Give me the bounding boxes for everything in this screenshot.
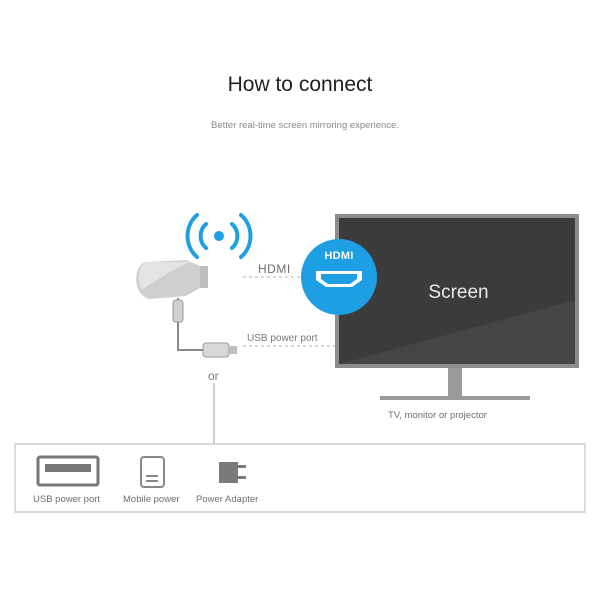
page-subtitle: Better real-time screen mirroring experi… bbox=[211, 120, 399, 131]
power-bank-icon bbox=[140, 456, 165, 488]
tv-caption: TV, monitor or projector bbox=[388, 410, 487, 421]
power-option-adapter-label: Power Adapter bbox=[196, 494, 259, 505]
power-options-box bbox=[14, 443, 586, 513]
hdmi-badge bbox=[301, 239, 377, 315]
tv-monitor bbox=[335, 214, 579, 400]
usb-connection-label: USB power port bbox=[247, 333, 318, 344]
power-option-mobile-label: Mobile power bbox=[123, 494, 180, 505]
hdmi-connection-label: HDMI bbox=[258, 262, 291, 276]
tv-screen-label: Screen bbox=[428, 282, 489, 303]
usb-port-icon bbox=[36, 455, 100, 487]
usb-cable bbox=[172, 298, 237, 358]
power-adapter-icon bbox=[219, 462, 246, 483]
dashed-connectors bbox=[243, 276, 335, 347]
page-title: How to connect bbox=[227, 73, 373, 96]
power-option-usb-label: USB power port bbox=[33, 494, 101, 505]
wifi-signal-icon bbox=[185, 213, 253, 259]
hdmi-badge-label: HDMI bbox=[324, 250, 354, 262]
or-label: or bbox=[208, 369, 219, 383]
wireless-dongle bbox=[136, 260, 208, 299]
